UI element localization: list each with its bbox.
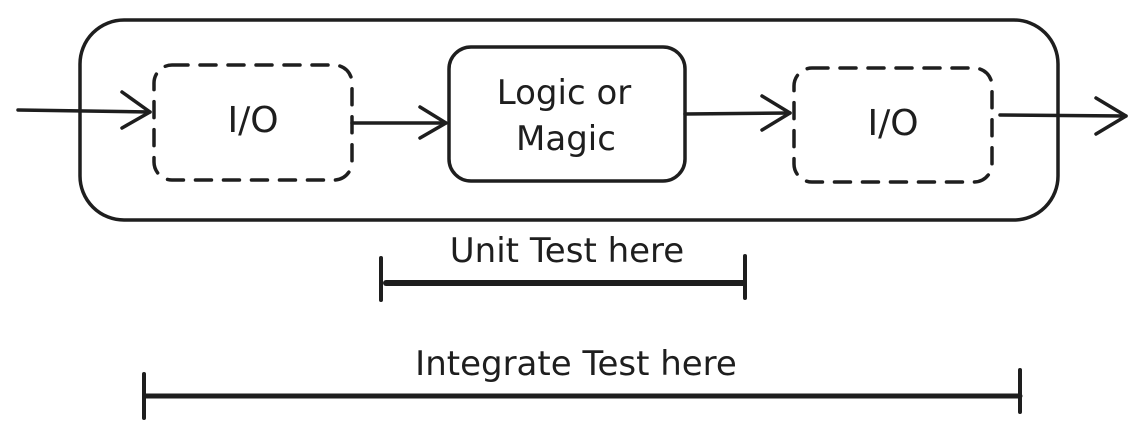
logic-box-label-line1: Logic or (497, 73, 631, 113)
unit-test-scope: Unit Test here (379, 231, 747, 302)
output-io-label: I/O (867, 103, 918, 144)
outgoing-arrow (998, 96, 1128, 136)
logic-box: Logic or Magic (447, 45, 687, 183)
arrow-input-to-logic (350, 105, 448, 140)
unit-test-label: Unit Test here (450, 231, 684, 271)
input-io-label: I/O (227, 100, 278, 141)
output-io-box: I/O (792, 66, 994, 184)
integrate-test-scope: Integrate Test here (142, 344, 1023, 420)
incoming-arrow (16, 90, 152, 130)
logic-box-label-line2: Magic (516, 119, 616, 159)
input-io-box: I/O (152, 63, 354, 182)
integrate-test-label: Integrate Test here (415, 344, 737, 384)
system-boundary-box (78, 18, 1060, 222)
arrow-logic-to-output (683, 94, 792, 132)
